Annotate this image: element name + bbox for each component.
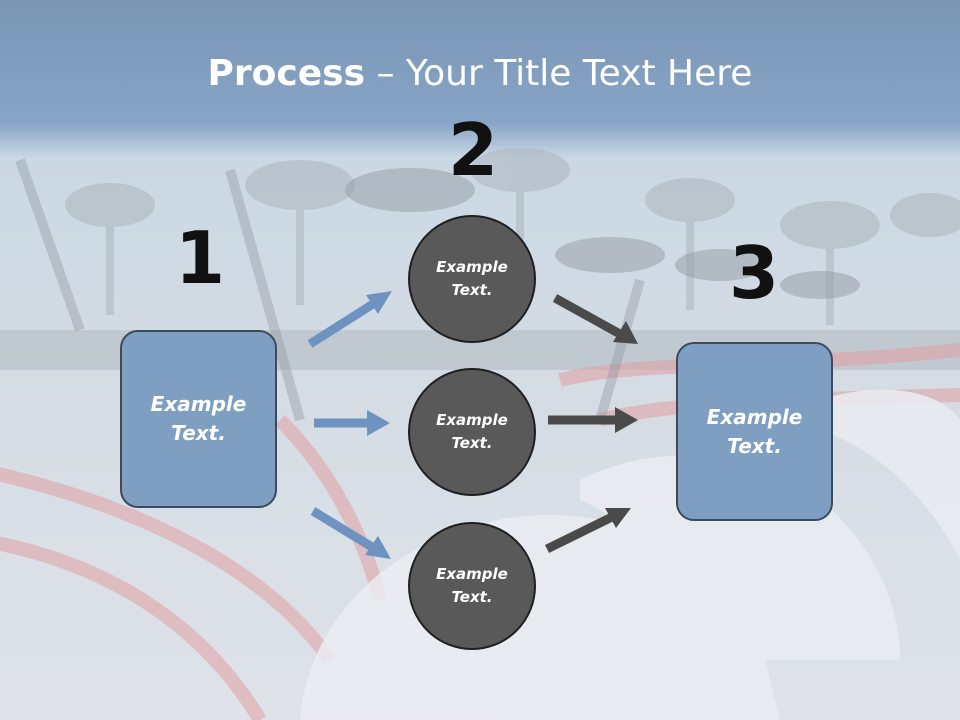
circle-top-text: Example Text. bbox=[436, 258, 508, 299]
left-box: Example Text. bbox=[120, 330, 277, 508]
arrow-left-to-top bbox=[307, 291, 392, 348]
step-number-3: 3 bbox=[728, 231, 780, 315]
arrow-bottom-to-right bbox=[545, 508, 631, 554]
arrow-left-to-middle bbox=[314, 410, 390, 436]
step-number-2: 2 bbox=[447, 108, 499, 192]
circle-bottom: Example Text. bbox=[408, 522, 536, 650]
right-box-text: Example Text. bbox=[706, 404, 803, 458]
arrow-middle-to-right bbox=[548, 407, 638, 433]
circle-bottom-text: Example Text. bbox=[436, 565, 508, 606]
right-box: Example Text. bbox=[676, 342, 833, 521]
step-number-1: 1 bbox=[174, 216, 226, 300]
arrow-top-to-right bbox=[552, 294, 638, 344]
circle-top: Example Text. bbox=[408, 215, 536, 343]
left-box-text: Example Text. bbox=[150, 392, 247, 445]
title-bold: Process bbox=[207, 53, 366, 94]
slide-title: Process – Your Title Text Here bbox=[0, 50, 960, 98]
title-rest: – Your Title Text Here bbox=[365, 53, 753, 94]
arrow-left-to-bottom bbox=[310, 507, 391, 559]
circle-middle-text: Example Text. bbox=[436, 411, 508, 452]
circle-middle: Example Text. bbox=[408, 368, 536, 496]
